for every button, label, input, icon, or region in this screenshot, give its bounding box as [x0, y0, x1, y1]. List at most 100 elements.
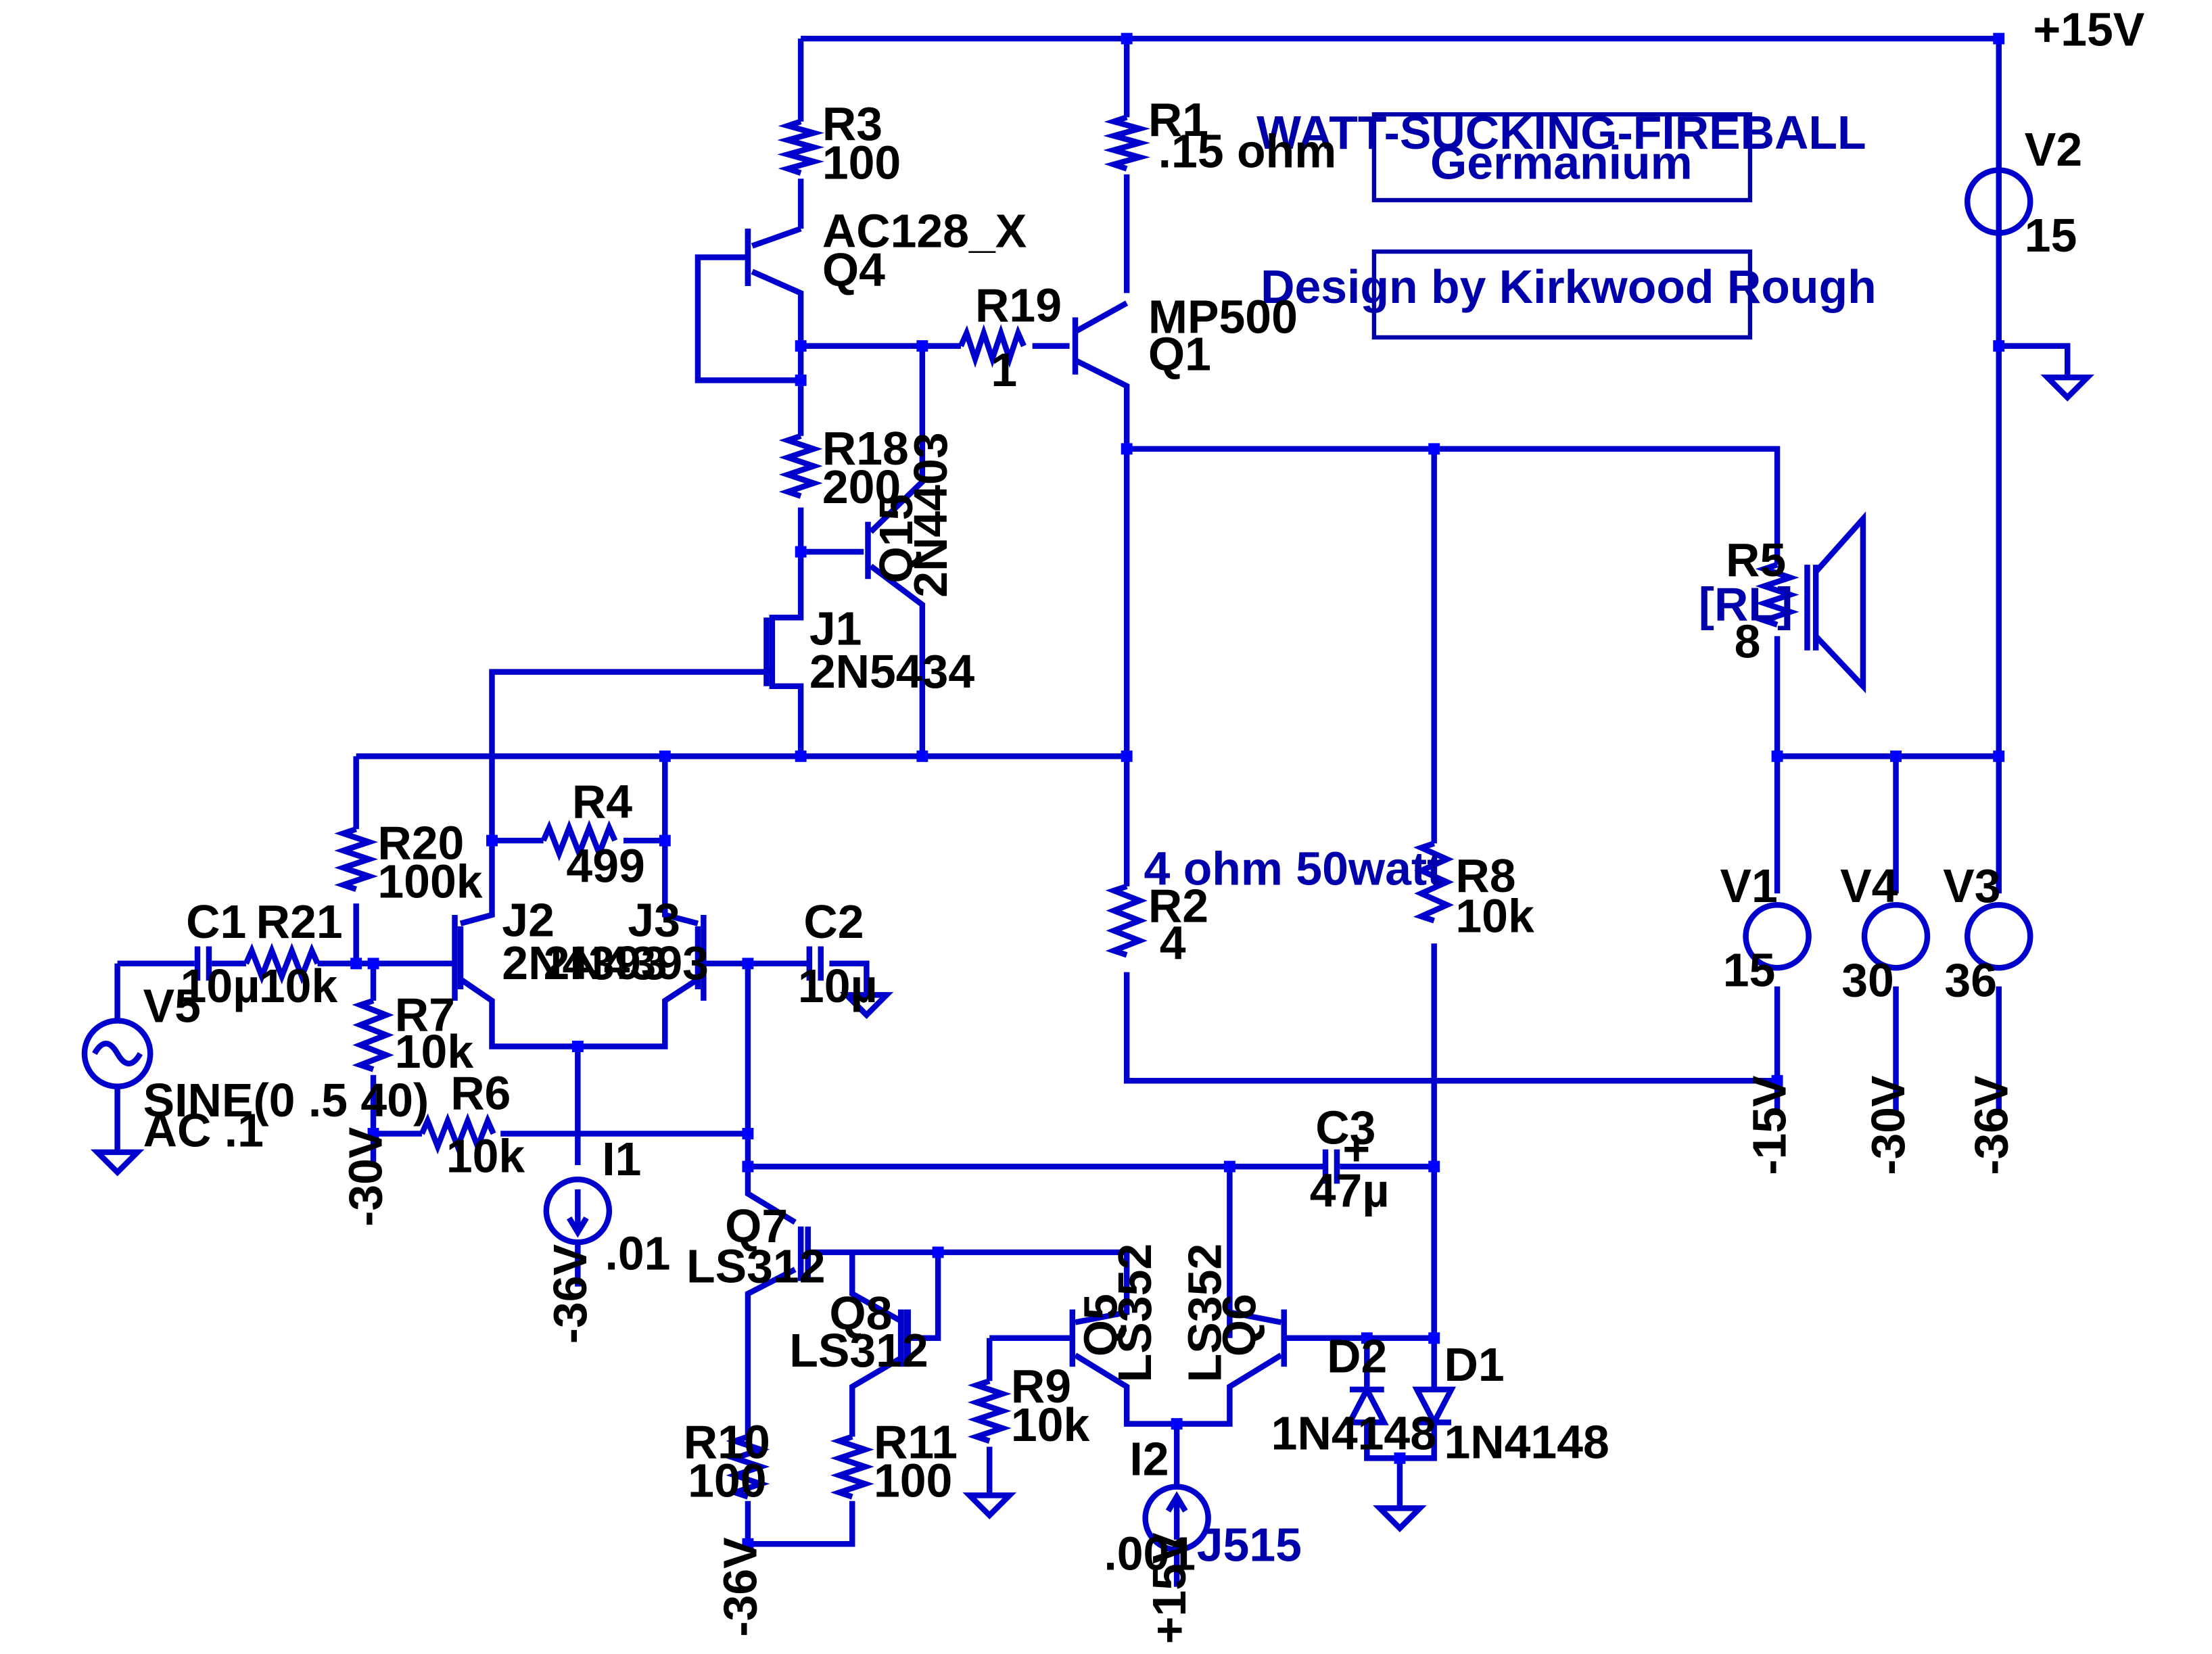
- r6-value: 10k: [446, 1130, 525, 1183]
- junction-dot: [1993, 750, 2005, 762]
- rail-m30-left: -30V: [339, 1127, 392, 1227]
- q7-name: Q7: [725, 1200, 788, 1252]
- junction-dot: [367, 958, 379, 970]
- junction-dot: [486, 834, 498, 847]
- r20-name: R20: [377, 817, 464, 870]
- r9-name: R9: [1011, 1360, 1071, 1413]
- r11-name: R11: [874, 1415, 958, 1468]
- d1-model: 1N4148: [1444, 1415, 1609, 1468]
- ground-glyphs: [90, 374, 2095, 1532]
- r6-zigzag: [419, 1112, 496, 1155]
- r5-value: 8: [1735, 615, 1761, 667]
- junction-dot: [932, 1246, 944, 1258]
- r21-zigzag: [243, 943, 321, 985]
- rail-p15-bottom: +15V: [1143, 1532, 1196, 1644]
- r3-name: R3: [822, 97, 883, 150]
- rail-m15: -15V: [1743, 1075, 1796, 1175]
- junction-dot: [1890, 750, 1902, 762]
- q8-name: Q8: [829, 1287, 892, 1340]
- c3-value: 47µ: [1310, 1164, 1390, 1216]
- i2-name: I2: [1129, 1433, 1169, 1486]
- r10-name: R10: [684, 1415, 770, 1468]
- r1-zigzag: [1103, 114, 1150, 172]
- rail-m36-bottom: -36V: [714, 1537, 767, 1637]
- r4-zigzag: [540, 820, 618, 861]
- r8-value: 10k: [1455, 889, 1534, 942]
- r7-name: R7: [395, 988, 455, 1041]
- j2-name: J2: [502, 894, 555, 947]
- transistor-glyphs: [452, 229, 911, 1367]
- wire-network: [114, 35, 2071, 1587]
- junction-dot: [1993, 32, 2005, 45]
- r3-zigzag: [777, 118, 824, 176]
- v5-name: V5: [143, 980, 201, 1033]
- junction-dots: [350, 32, 2005, 1550]
- credit-text: Design by Kirkwood Rough: [1261, 260, 1877, 313]
- r20-value: 100k: [377, 855, 482, 908]
- r11-zigzag: [830, 1434, 874, 1500]
- q4-model: AC128_X: [822, 205, 1027, 258]
- junction-dot: [795, 750, 807, 762]
- junction-dot: [795, 374, 807, 386]
- r21-name: R21: [256, 895, 343, 948]
- d2-model: 1N4148: [1271, 1407, 1436, 1460]
- diode-glyphs: [1344, 1383, 1457, 1429]
- r5-zigzag: [1755, 562, 1799, 628]
- v1-name: V1: [1720, 859, 1778, 912]
- c1-name: C1: [186, 895, 246, 948]
- v3-name: V3: [1943, 859, 2000, 912]
- r4-value: 499: [566, 839, 644, 892]
- junction-dot: [1428, 1332, 1440, 1344]
- j3-model: 2N4393: [544, 937, 709, 989]
- r20-zigzag: [334, 826, 379, 892]
- junction-dot: [795, 546, 807, 558]
- junction-dot: [1223, 1160, 1236, 1173]
- r5-param: [RL]: [1699, 578, 1793, 631]
- v5-line1: SINE(0 .5 40): [143, 1074, 429, 1127]
- q7-model: LS312: [686, 1239, 826, 1292]
- i1-value: .01: [605, 1227, 671, 1279]
- capacitor-glyphs: [194, 946, 1340, 1184]
- r10-zigzag: [726, 1434, 770, 1500]
- v3-value: 36: [1944, 954, 1997, 1007]
- d1-name: D1: [1444, 1338, 1504, 1391]
- junction-dot: [742, 1160, 754, 1173]
- junction-dot: [1121, 443, 1133, 455]
- junction-dot: [742, 1538, 754, 1550]
- v4-name: V4: [1840, 859, 1898, 912]
- junction-dot: [350, 958, 362, 970]
- d2-name: D2: [1327, 1330, 1387, 1383]
- r11-value: 100: [874, 1454, 952, 1507]
- q4-name: Q4: [822, 243, 885, 296]
- v4-value: 30: [1841, 954, 1894, 1007]
- r1-name: R1: [1148, 93, 1208, 146]
- r2-name: R2: [1148, 880, 1208, 932]
- c3-plus: +: [1342, 1123, 1370, 1175]
- junction-dot: [367, 1128, 379, 1139]
- junction-dot: [1394, 1452, 1406, 1464]
- c3-name: C3: [1315, 1101, 1375, 1154]
- junction-dot: [1771, 750, 1783, 762]
- junction-dot: [1771, 1074, 1783, 1087]
- title-line2: Germanium: [1430, 136, 1693, 189]
- labels: WATT-SUCKING-FIREBALL Germanium Design b…: [143, 3, 2145, 1645]
- r8-name: R8: [1455, 849, 1515, 902]
- credit-box: [1371, 249, 1753, 340]
- junction-dot: [659, 834, 671, 847]
- junction-dot: [1428, 1160, 1440, 1173]
- r3-value: 100: [822, 136, 901, 189]
- r8-zigzag: [1413, 841, 1455, 924]
- r1-value: .15 ohm: [1158, 124, 1337, 177]
- junction-dot: [1428, 443, 1440, 455]
- j3-name: J3: [628, 894, 680, 947]
- r2-zigzag: [1105, 883, 1148, 958]
- v2-name: V2: [2025, 123, 2082, 176]
- v5-line2: AC .1: [143, 1104, 264, 1156]
- r9-zigzag: [967, 1378, 1012, 1444]
- c2-name: C2: [803, 895, 864, 948]
- junction-dot: [571, 1041, 584, 1052]
- i2-model: J515: [1197, 1519, 1302, 1572]
- r18-value: 200: [822, 460, 901, 513]
- rail-m36-right: -36V: [1964, 1075, 2017, 1175]
